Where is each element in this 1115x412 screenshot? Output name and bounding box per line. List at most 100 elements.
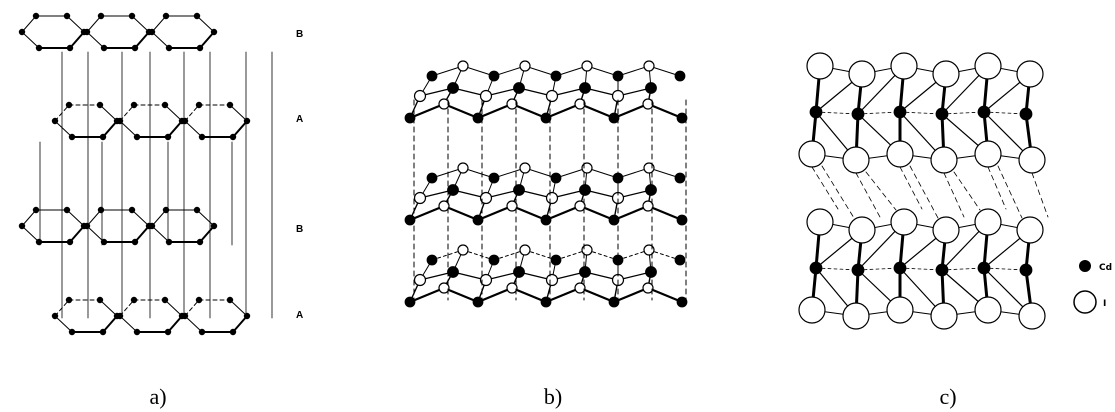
carbon-bond — [151, 225, 170, 243]
atom — [676, 214, 688, 226]
bond-line — [408, 286, 446, 304]
atom — [457, 244, 469, 256]
carbon-atom — [181, 117, 189, 125]
carbon-atom — [18, 28, 26, 36]
bond-line — [544, 286, 582, 304]
cadmium-atom — [1019, 107, 1033, 121]
carbon-atom — [148, 28, 156, 36]
carbon-atom — [83, 222, 91, 230]
cadmium-atom — [935, 263, 949, 277]
cd-plane-dash — [815, 111, 859, 115]
carbon-bond — [167, 315, 183, 333]
cd-plane-dash — [899, 267, 943, 271]
carbon-atom — [148, 222, 156, 230]
atom — [545, 191, 559, 205]
bond-line — [476, 286, 514, 304]
stacking-label-2: A — [296, 114, 303, 125]
iodine-atom — [932, 60, 960, 88]
iodine-atom — [932, 216, 960, 244]
vdw-gap-line — [943, 172, 965, 218]
carbon-atom — [66, 44, 74, 52]
carbon-atom — [18, 222, 26, 230]
atom — [438, 282, 450, 294]
iodine-atom — [842, 146, 870, 174]
atom — [506, 98, 518, 110]
iodine-atom — [974, 52, 1002, 80]
atom — [479, 89, 493, 103]
bond-line — [646, 204, 684, 222]
bond-line — [510, 286, 548, 304]
carbon-bond — [86, 15, 102, 33]
cadmium-atom — [851, 263, 865, 277]
carbon-atom — [116, 312, 124, 320]
iodine-atom — [890, 52, 918, 80]
atom — [404, 112, 416, 124]
panel-a-graphite-structure — [18, 12, 273, 336]
atom — [457, 162, 469, 174]
carbon-atom — [128, 12, 136, 20]
carbon-bond — [66, 15, 85, 33]
carbon-bond — [54, 120, 73, 138]
carbon-bond — [119, 120, 138, 138]
carbon-atom — [35, 44, 43, 52]
panel-b-layered-structure — [404, 60, 688, 308]
atom — [513, 82, 525, 94]
cd-plane-dash — [983, 111, 1027, 115]
carbon-bond — [21, 15, 37, 33]
carbon-atom — [196, 44, 204, 52]
atom — [545, 89, 559, 103]
stacking-label-1: B — [296, 29, 303, 40]
atom — [643, 60, 655, 72]
carbon-atom — [68, 328, 76, 336]
atom — [581, 60, 593, 72]
atom — [488, 172, 500, 184]
atom — [513, 184, 525, 196]
bond-line — [510, 102, 548, 120]
cadmium-atom — [977, 261, 991, 275]
bond-line — [408, 102, 446, 120]
carbon-atom — [32, 12, 40, 20]
vdw-gap-line — [865, 171, 897, 211]
atom — [540, 214, 552, 226]
carbon-atom — [181, 312, 189, 320]
carbon-atom — [51, 117, 59, 125]
bond-line — [648, 249, 681, 261]
vdw-gap-line — [909, 165, 939, 219]
atom — [574, 282, 586, 294]
atom — [540, 112, 552, 124]
carbon-atom — [193, 12, 201, 20]
carbon-atom — [164, 328, 172, 336]
cd-plane-dash — [941, 267, 985, 271]
iodine-atom — [848, 216, 876, 244]
iodine-atom — [1018, 146, 1046, 174]
caption-a: a) — [149, 384, 166, 409]
caption-b: b) — [544, 384, 562, 409]
carbon-atom — [51, 312, 59, 320]
carbon-atom — [99, 133, 107, 141]
graphene-layer — [18, 206, 218, 246]
atom — [447, 82, 459, 94]
hex-layer — [404, 244, 688, 308]
iodine-atom — [930, 302, 958, 330]
bond-line — [442, 286, 480, 304]
iodine-atom — [848, 60, 876, 88]
carbon-atom — [198, 328, 206, 336]
carbon-bond — [21, 31, 40, 49]
atom — [426, 70, 438, 82]
atom — [404, 296, 416, 308]
carbon-bond — [151, 209, 167, 227]
bond-line — [646, 286, 684, 304]
atom — [506, 200, 518, 212]
carbon-bond — [131, 15, 150, 33]
iodine-atom — [974, 140, 1002, 168]
panel-c-cdi2-structure — [798, 52, 1049, 330]
carbon-atom — [165, 238, 173, 246]
atom — [488, 70, 500, 82]
carbon-bond — [151, 15, 167, 33]
iodine-atom — [890, 208, 918, 236]
carbon-atom — [193, 206, 201, 214]
carbon-bond — [86, 225, 105, 243]
bond-line — [612, 286, 650, 304]
bond-line — [510, 204, 548, 222]
bond-line — [646, 102, 684, 120]
